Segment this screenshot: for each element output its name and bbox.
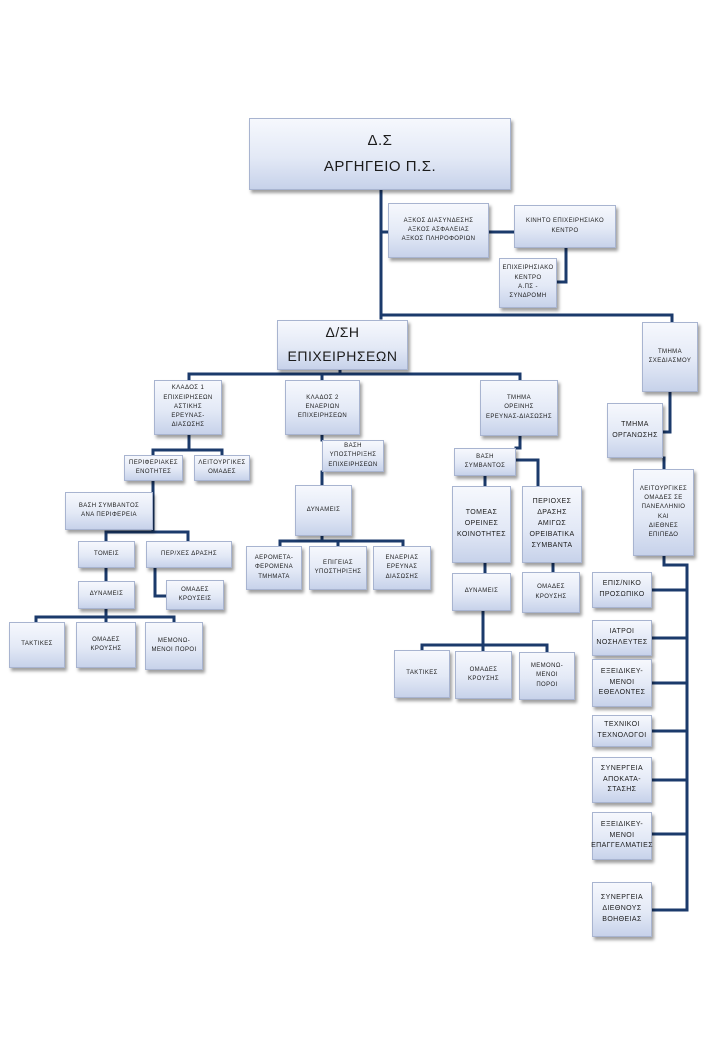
node-dsh-epixeiriseon: Δ/ΣΗ ΕΠΙΧΕΙΡΗΣΕΩΝ — [277, 320, 408, 370]
node-tmima-oreinis: ΤΜΗΜΑ ΟΡΕΙΝΗΣ ΕΡΕΥΝΑΣ-ΔΙΑΣΩΣΗΣ — [480, 380, 558, 436]
node-eidikeymenoi-ethelontes: ΕΞΕΙΔΙΚΕΥ- ΜΕΝΟΙ ΕΘΕΛΟΝΤΕΣ — [592, 659, 652, 707]
node-eidikeymenoi-epaggelmaties: ΕΞΕΙΔΙΚΕΥ- ΜΕΝΟΙ ΕΠΑΓΓΕΛΜΑΤΙΕΣ — [591, 812, 653, 860]
node-dynameis-3: ΔΥΝΑΜΕΙΣ — [452, 573, 511, 611]
node-vasi-ypostirixis: ΒΑΣΗ ΥΠΟΣΤΗΡΙΞΗΣ ΕΠΙΧΕΙΡΗΣΕΩΝ — [322, 440, 384, 472]
node-tomeis: ΤΟΜΕΙΣ — [78, 541, 135, 568]
node-omades-krousis-3a: ΟΜΑΔΕΣ ΚΡΟΥΣΗΣ — [522, 572, 580, 613]
node-iatroi-nosileutes: ΙΑΤΡΟΙ ΝΟΣΗΛΕΥΤΕΣ — [592, 620, 652, 656]
connector — [661, 390, 672, 434]
node-epis-prosopiko: ΕΠΙΣ/ΝΙΚΟ ΠΡΟΣΩΠΙΚΟ — [592, 572, 652, 608]
node-memonomenoi-poroi-1: ΜΕΜΟΝΩ- ΜΕΝΟΙ ΠΟΡΟΙ — [145, 622, 203, 670]
node-axoi: ΑΞΚΟΣ ΔΙΑΣΥΝΔΕΣΗΣ ΑΞΚΟΣ ΑΣΦΑΛΕΙΑΣ ΑΞΚΟΣ … — [388, 203, 489, 258]
node-kinito-kentro: ΚΙΝΗΤΟ ΕΠΙΧΕΙΡΗΣΙΑΚΟ ΚΕΝΤΡΟ — [514, 205, 616, 248]
connector — [514, 434, 522, 450]
node-epigeias-ypostirixis: ΕΠΙΓΕΙΑΣ ΥΠΟΣΤΗΡΙΞΗΣ — [309, 546, 367, 590]
node-tomeas-oreines-koinotites: ΤΟΜΕΑΣ ΟΡΕΙΝΕΣ ΚΟΙΝΟΤΗΤΕΣ — [452, 486, 511, 563]
node-dynameis-2: ΔΥΝΑΜΕΙΣ — [295, 485, 352, 536]
node-perioxes-drasis-3: ΠΕΡΙΟΧΕΣ ΔΡΑΣΗΣ ΑΜΙΓΩΣ ΟΡΕΙΒΑΤΙΚΑ ΣΥΜΒΑΝ… — [522, 486, 582, 563]
connector — [278, 534, 405, 548]
node-texnikoi-texnologoi: ΤΕΧΝΙΚΟΙ ΤΕΧΝΟΛΟΓΟΙ — [592, 715, 652, 747]
node-memonomenoi-poroi-3: ΜΕΜΟΝΩ- ΜΕΝΟΙ ΠΟΡΟΙ — [519, 652, 575, 700]
connector — [514, 458, 540, 488]
connector — [555, 246, 568, 284]
node-vasi-symvantos-3: ΒΑΣΗ ΣΥΜΒΑΝΤΟΣ — [454, 448, 516, 476]
node-omades-krousis-3b: ΟΜΑΔΕΣ ΚΡΟΥΣΗΣ — [455, 651, 512, 699]
node-epixeirisiako-kentro: ΕΠΙΧΕΙΡΗΣΙΑΚΟ ΚΕΝΤΡΟ Α.ΠΣ - ΣΥΝΔΡΟΜΗ — [499, 258, 557, 308]
node-perioxes-drasis-1: ΠΕΡ/ΧΕΣ ΔΡΑΣΗΣ — [146, 541, 232, 568]
node-enaerias-erevnas: ΕΝΑΕΡΙΑΣ ΕΡΕΥΝΑΣ ΔΙΑΣΩΣΗΣ — [373, 546, 431, 590]
node-tmima-organosis: ΤΜΗΜΑ ΟΡΓΑΝΩΣΗΣ — [607, 403, 663, 458]
node-tmima-sxediasmou: ΤΜΗΜΑ ΣΧΕΔΙΑΣΜΟΥ — [642, 322, 698, 392]
node-vasi-symvantos-perifereia: ΒΑΣΗ ΣΥΜΒΑΝΤΟΣ ΑΝΑ ΠΕΡΙΦΕΡΕΙΑ — [65, 492, 153, 530]
node-taktikes-1: ΤΑΚΤΙΚΕΣ — [9, 622, 65, 668]
node-synergeia-diethnous: ΣΥΝΕΡΓΕΙΑ ΔΙΕΘΝΟΥΣ ΒΟΗΘΕΙΑΣ — [592, 882, 652, 937]
connector — [151, 433, 224, 457]
connector — [153, 566, 168, 598]
connector-group — [34, 188, 689, 912]
node-leitourgikes-omades: ΛΕΙΤΟΥΡΓΙΚΕΣ ΟΜΑΔΕΣ — [194, 455, 250, 481]
connector — [379, 313, 674, 324]
connector — [187, 368, 522, 376]
connector — [104, 530, 190, 543]
connector — [34, 607, 176, 624]
connector — [187, 372, 522, 382]
node-klados-2: ΚΛΑΔΟΣ 2 ΕΝΑΕΡΙΩΝ ΕΠΙΧΕΙΡΗΣΕΩΝ — [285, 380, 360, 435]
node-taktikes-3: ΤΑΚΤΙΚΕΣ — [394, 650, 450, 698]
node-synergeia-apokatastasis: ΣΥΝΕΡΓΕΙΑ ΑΠΟΚΑΤΑ- ΣΤΑΣΗΣ — [592, 757, 652, 803]
node-leitourgikes-omades-panellinio: ΛΕΙΤΟΥΡΓΙΚΕΣ ΟΜΑΔΕΣ ΣΕ ΠΑΝΕΛΛΗΝΙΟ ΚΑΙ ΔΙ… — [633, 469, 694, 556]
node-ds-argigeio: Δ.Σ ΑΡΓΗΓΕΙΟ Π.Σ. — [249, 118, 511, 190]
node-dynameis-1: ΔΥΝΑΜΕΙΣ — [78, 581, 135, 609]
connector — [420, 609, 549, 654]
connector — [650, 554, 689, 912]
node-klados-1: ΚΛΑΔΟΣ 1 ΕΠΙΧΕΙΡΗΣΕΩΝ ΑΣΤΙΚΗΣ ΕΡΕΥΝΑΣ-ΔΙ… — [154, 380, 222, 435]
node-omades-krousis-1b: ΟΜΑΔΕΣ ΚΡΟΥΣΗΣ — [76, 622, 136, 668]
node-aerometaferomena-tmimata: ΑΕΡΟΜΕΤΑ- ΦΕΡΟΜΕΝΑ ΤΜΗΜΑΤΑ — [246, 546, 302, 590]
node-perifereiakes-enotites: ΠΕΡΙΦΕΡΙΑΚΕΣ ΕΝΟΤΗΤΕΣ — [124, 455, 183, 481]
node-omades-krouseis-1: ΟΜΑΔΕΣ ΚΡΟΥΣΕΙΣ — [166, 580, 224, 610]
